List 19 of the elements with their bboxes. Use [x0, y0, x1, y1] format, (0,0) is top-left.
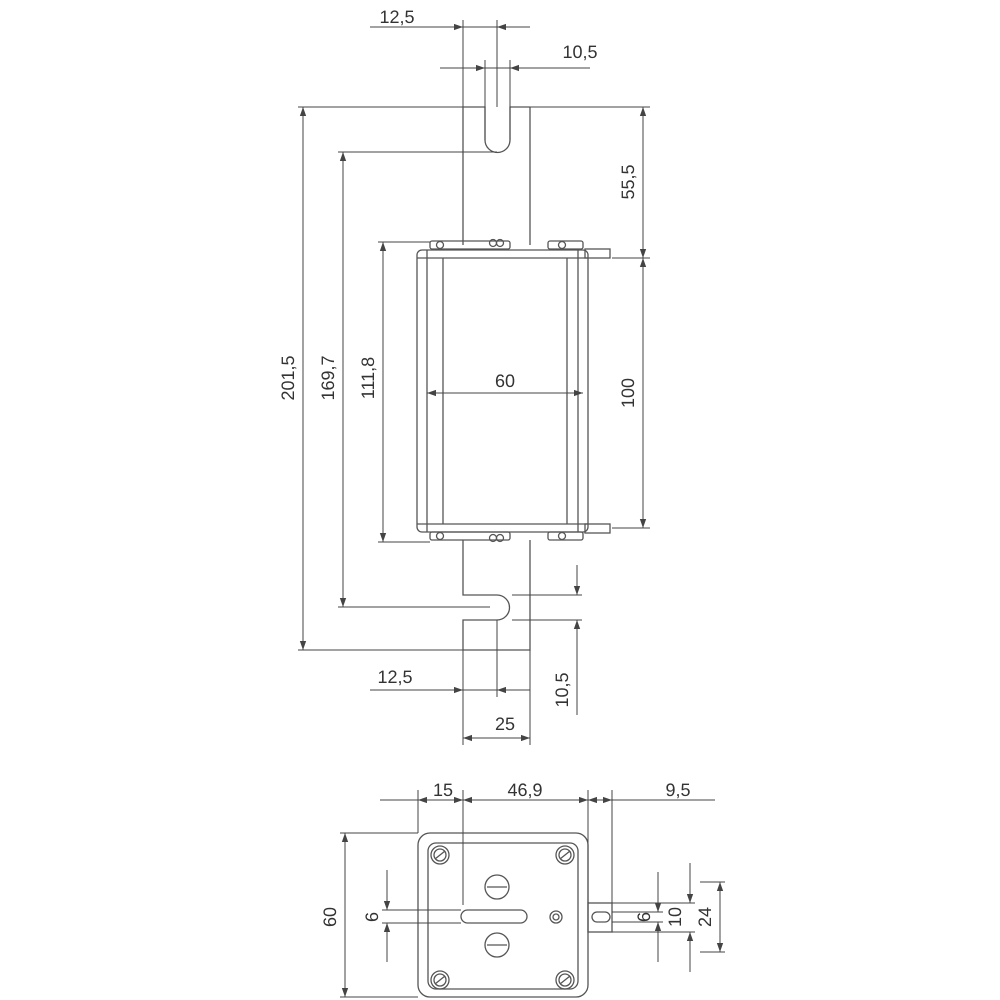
- dimension-label: 111,8: [359, 356, 377, 400]
- dimension-label: 12,5: [377, 668, 413, 686]
- dimension-label: 10: [666, 906, 684, 928]
- dimension-label: 100: [619, 378, 637, 408]
- dimension-label: 24: [696, 906, 714, 928]
- dimension-label: 12,5: [379, 8, 415, 26]
- dimension-label: 60: [321, 906, 339, 928]
- dimension-label: 15: [432, 781, 454, 799]
- dimension-label: 201,5: [279, 355, 297, 401]
- dimension-label: 10,5: [553, 672, 571, 708]
- dimension-label: 10,5: [562, 43, 598, 61]
- dimension-label: 169,7: [319, 355, 337, 401]
- dimension-label: 60: [494, 372, 516, 390]
- dimension-label: 6: [363, 912, 381, 922]
- dimension-label: 55,5: [619, 164, 637, 200]
- dimension-label: 25: [494, 715, 516, 733]
- dimension-label: 6: [635, 912, 653, 922]
- dimension-label: 9,5: [665, 781, 691, 799]
- dimension-label: 46,9: [507, 781, 543, 799]
